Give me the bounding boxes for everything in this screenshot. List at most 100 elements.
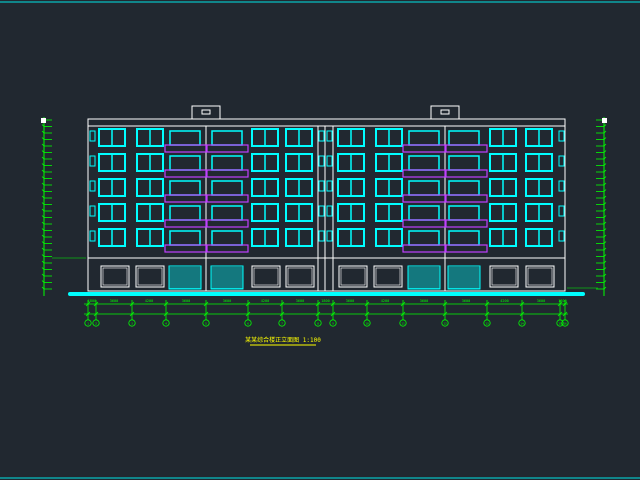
balcony-door <box>408 130 440 146</box>
balcony-railing <box>402 244 446 253</box>
level-tick-slash <box>603 189 607 192</box>
dimension-tick <box>203 301 209 307</box>
roller-door <box>407 265 441 290</box>
axis-label: 16 <box>563 322 567 326</box>
level-tick-slash <box>603 182 607 186</box>
balcony-door <box>408 230 440 246</box>
level-tick-slash <box>603 286 607 290</box>
dimension-tick <box>163 311 169 317</box>
axis-bubble <box>314 319 322 327</box>
shop-window <box>251 265 281 288</box>
balcony-door <box>448 130 480 146</box>
axis-bubble <box>399 319 407 327</box>
level-tick-slash <box>41 137 45 140</box>
dimension-label: 4200 <box>145 299 153 303</box>
narrow-window <box>558 155 565 167</box>
axis-bubble <box>363 319 371 327</box>
shop-window <box>100 265 130 288</box>
dimension-tick <box>93 311 99 317</box>
roller-door-frame <box>407 265 441 290</box>
axis-bubble <box>483 319 491 327</box>
shop-window-inner <box>253 267 279 286</box>
roller-door <box>168 265 202 290</box>
axis-bubble <box>84 319 92 327</box>
axis-bubble <box>92 319 100 327</box>
dimension-tick <box>315 301 321 307</box>
level-marker <box>602 118 607 123</box>
axis-bubble <box>202 319 210 327</box>
balcony-railing <box>206 169 249 178</box>
level-tick-slash <box>41 202 45 205</box>
axis-label: 5 <box>205 322 207 326</box>
axis-label: 13 <box>485 322 489 326</box>
axis-label: 14 <box>520 322 524 326</box>
level-tick-slash <box>603 150 607 153</box>
dimension-label: 3600 <box>296 299 304 303</box>
axis-label: 6 <box>247 322 249 326</box>
axis-label: 7 <box>281 322 283 326</box>
roller-door-frame <box>447 265 481 290</box>
building-elevation <box>68 105 585 296</box>
dimension-tick <box>93 301 99 307</box>
roller-door <box>447 265 481 290</box>
balcony-railing <box>402 219 446 228</box>
shop-window-inner <box>491 267 517 286</box>
shop-window <box>373 265 403 288</box>
narrow-window <box>89 180 96 192</box>
narrow-window <box>89 230 96 242</box>
roof-stair-tower <box>191 105 221 120</box>
axis-label: 3 <box>131 322 133 326</box>
narrow-window <box>326 205 333 217</box>
roof-vent <box>440 109 450 115</box>
level-tick-slash <box>603 143 607 147</box>
dimension-tick <box>129 301 135 307</box>
axis-bubble <box>329 319 337 327</box>
narrow-window <box>558 180 565 192</box>
level-tick-slash <box>603 208 607 212</box>
narrow-window <box>326 230 333 242</box>
level-tick-slash <box>603 124 607 127</box>
dimension-tick <box>330 301 336 307</box>
level-tick-slash <box>603 169 607 173</box>
dimension-label: 1800 <box>558 299 566 303</box>
axis-bubble <box>518 319 526 327</box>
axis-bubble <box>561 319 569 327</box>
axis-bubble <box>244 319 252 327</box>
narrow-window <box>89 130 96 142</box>
dimension-tick <box>163 301 169 307</box>
dimension-label: 3600 <box>110 299 118 303</box>
dimension-tick <box>400 311 406 317</box>
balcony-railing <box>402 144 446 153</box>
level-tick-slash <box>41 260 45 264</box>
dimension-tick <box>279 301 285 307</box>
axis-label: 12 <box>443 322 447 326</box>
level-tick-slash <box>603 280 607 283</box>
axis-bubble <box>128 319 136 327</box>
dimension-label: 1800 <box>321 299 329 303</box>
balcony-railing <box>164 219 207 228</box>
level-tick-slash <box>41 228 45 231</box>
level-tick-slash <box>603 241 607 244</box>
level-tick-slash <box>41 267 45 270</box>
balcony-door <box>169 205 201 221</box>
dimension-tick <box>484 301 490 307</box>
balcony-door <box>448 230 480 246</box>
dimension-label: 4200 <box>261 299 269 303</box>
balcony-door <box>448 205 480 221</box>
axis-bubble <box>278 319 286 327</box>
shop-window-inner <box>137 267 163 286</box>
balcony-railing <box>164 144 207 153</box>
dimension-tick <box>519 311 525 317</box>
level-tick-slash <box>603 163 607 166</box>
dimension-label: 4200 <box>381 299 389 303</box>
narrow-window <box>318 130 325 142</box>
dimension-label: 3600 <box>346 299 354 303</box>
narrow-window <box>558 130 565 142</box>
level-tick-slash <box>41 241 45 244</box>
axis-label: 8 <box>317 322 319 326</box>
dimension-label: 3600 <box>182 299 190 303</box>
level-tick-slash <box>603 228 607 231</box>
level-tick-slash <box>603 137 607 140</box>
